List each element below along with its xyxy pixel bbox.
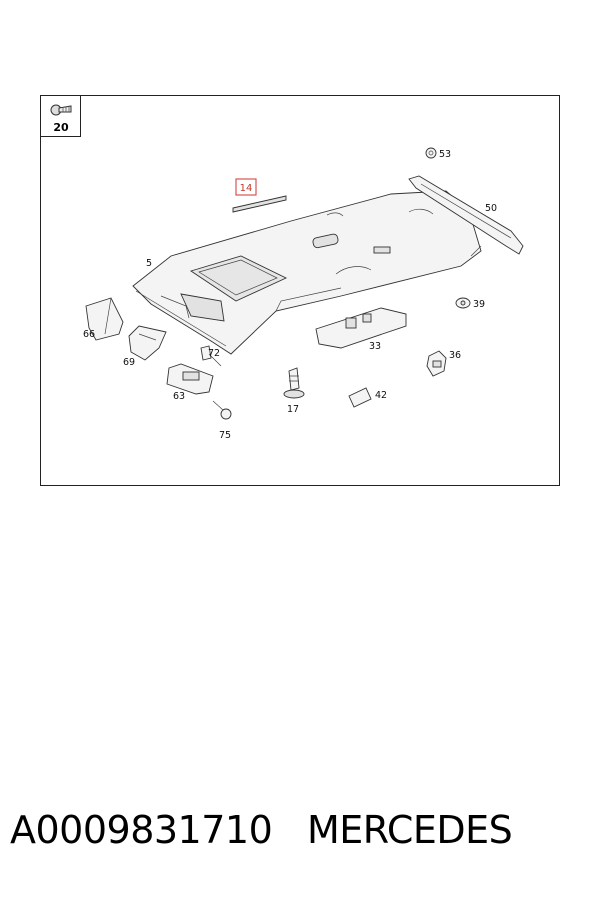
- part-39: [455, 297, 471, 309]
- part-label-17: 17: [287, 404, 299, 415]
- part-69: [128, 325, 167, 361]
- parts-diagram: 14: [40, 95, 560, 486]
- corner-callout-label: 20: [53, 121, 69, 134]
- part-label-36: 36: [449, 350, 461, 361]
- part-label-69: 69: [123, 357, 135, 368]
- diagram-drawing: 14: [83, 147, 524, 441]
- part-14-highlight-box: [235, 178, 257, 196]
- part-label-42: 42: [375, 390, 387, 401]
- screw-icon: [50, 104, 72, 116]
- part-label-50: 50: [485, 203, 497, 214]
- part-label-14: 14: [240, 183, 253, 194]
- brand-name: MERCEDES: [307, 808, 513, 852]
- part-label-33: 33: [369, 341, 381, 352]
- part-caption: A0009831710 MERCEDES: [10, 808, 600, 852]
- part-label-72: 72: [208, 348, 220, 359]
- part-17: [283, 367, 305, 399]
- part-36: [426, 350, 447, 377]
- part-14-shape: [232, 195, 287, 213]
- corner-callout: 20: [41, 96, 81, 137]
- part-75: [212, 400, 232, 420]
- part-50: [408, 175, 524, 255]
- headliner-panel: [132, 190, 482, 355]
- part-42: [348, 387, 372, 408]
- part-label-63: 63: [173, 391, 185, 402]
- part-66: [85, 297, 124, 341]
- part-63: [166, 363, 214, 395]
- part-53: [425, 147, 437, 159]
- part-33: [315, 307, 407, 349]
- part-72: [200, 345, 222, 367]
- part-label-53: 53: [439, 149, 451, 160]
- part-label-39: 39: [473, 299, 485, 310]
- part-label-66: 66: [83, 329, 95, 340]
- part-number: A0009831710: [10, 808, 273, 852]
- part-label-75: 75: [219, 430, 231, 441]
- part-label-5: 5: [146, 258, 152, 269]
- part-14: 14: [232, 178, 287, 213]
